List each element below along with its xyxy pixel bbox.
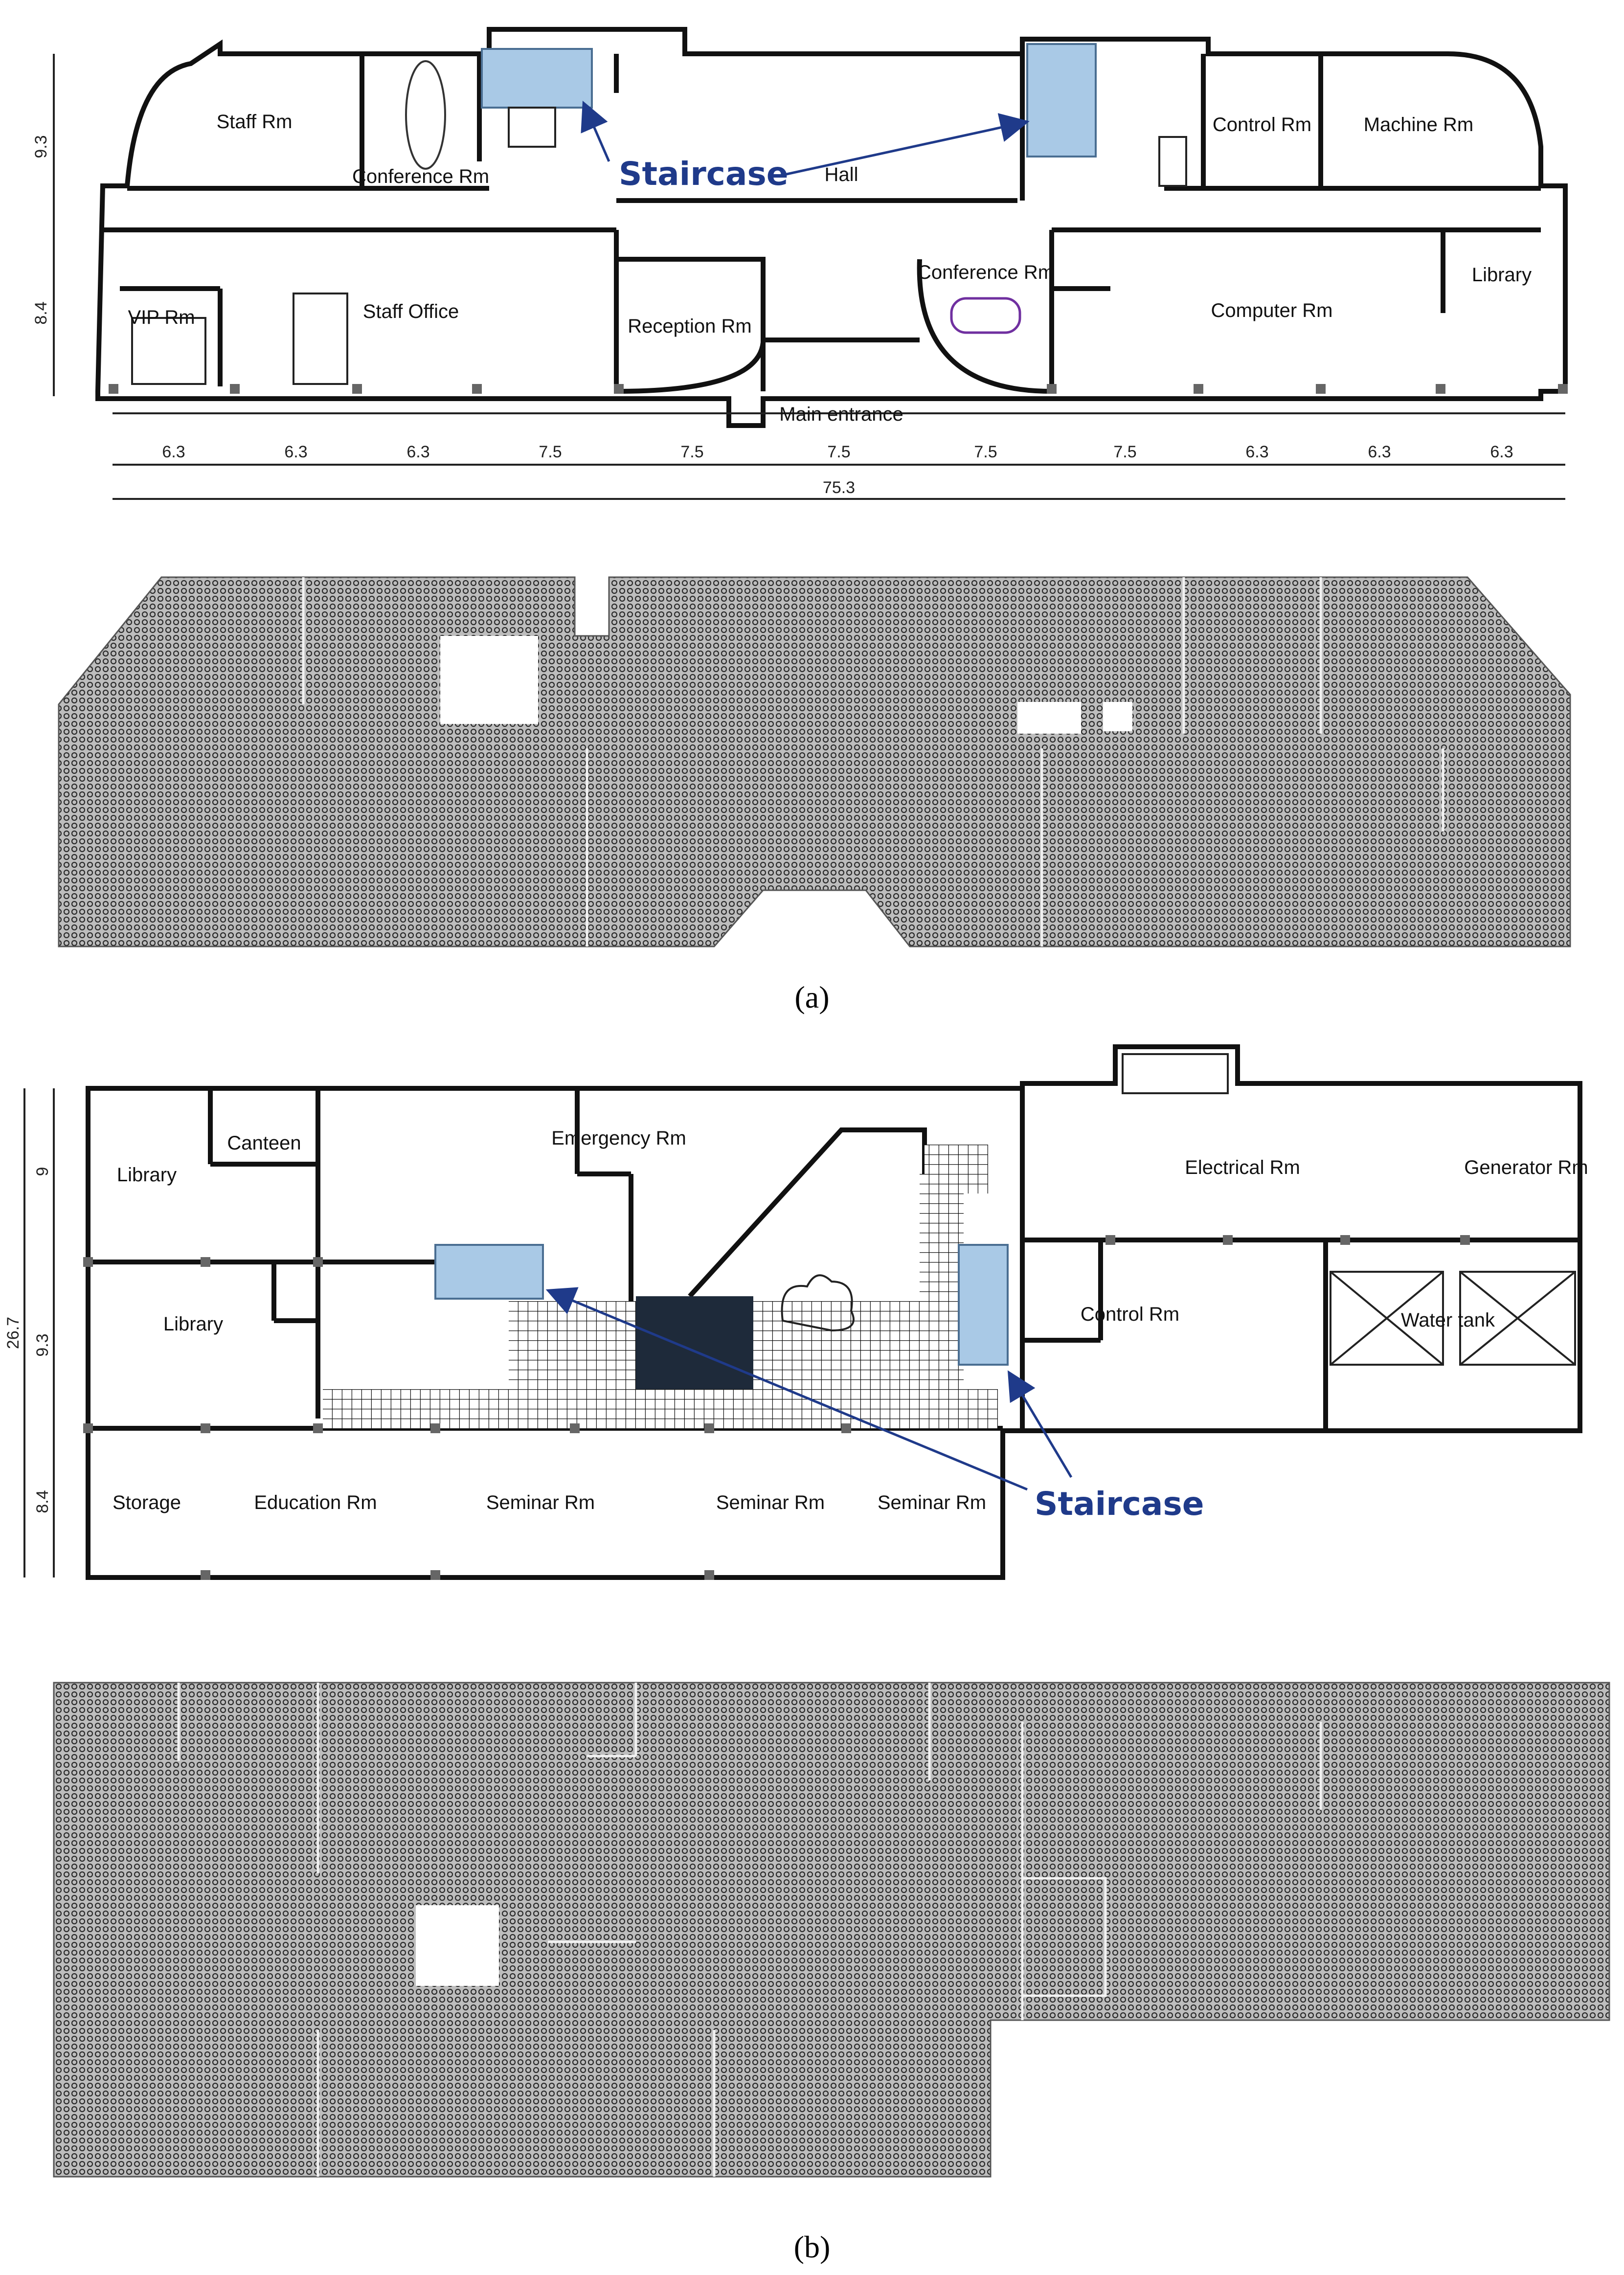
dim-bottom-10: 6.3: [1368, 443, 1391, 461]
caption-a: (a): [794, 980, 829, 1014]
dim-left-2: 8.4: [32, 301, 50, 324]
staircase-a-left: [481, 48, 593, 109]
room-label-seminar-rm-1: Seminar Rm: [486, 1492, 595, 1513]
mesh-a-partition-lines: [302, 577, 1444, 946]
dim-b-left-3: 8.4: [33, 1490, 52, 1513]
dim-bottom-2: 6.3: [284, 443, 307, 461]
dim-bottom-7: 7.5: [974, 443, 997, 461]
dim-bottom-4: 7.5: [539, 443, 562, 461]
room-label-control-rm: Control Rm: [1213, 114, 1311, 135]
dim-bottom-8: 7.5: [1113, 443, 1136, 461]
room-label-library-b1: Library: [117, 1164, 177, 1186]
staircase-label-b: Staircase: [1035, 1485, 1204, 1523]
room-label-conference-rm: Conference Rm: [352, 166, 489, 187]
room-label-control-rm-b: Control Rm: [1081, 1304, 1179, 1325]
room-label-generator-rm: Generator Rm: [1464, 1157, 1588, 1178]
plan-a: [53, 27, 1568, 500]
room-label-reception-rm: Reception Rm: [628, 315, 751, 337]
staircase-b-left: [434, 1244, 544, 1300]
dim-total-a: 75.3: [823, 478, 855, 497]
dim-bottom-11: 6.3: [1490, 443, 1513, 461]
columns-a: [109, 384, 1568, 394]
dim-bottom-1: 6.3: [162, 443, 185, 461]
room-label-library: Library: [1472, 264, 1532, 286]
dim-bottom-3: 6.3: [406, 443, 429, 461]
caption-b: (b): [794, 2230, 831, 2264]
mesh-b-holes: [416, 1905, 499, 1986]
room-label-staff-office: Staff Office: [363, 301, 459, 322]
room-label-seminar-rm-2: Seminar Rm: [716, 1492, 825, 1513]
mesh-b: [53, 1682, 1610, 2178]
plan-b: [23, 1044, 1582, 1580]
room-label-library-b2: Library: [163, 1313, 223, 1335]
staircase-label-a: Staircase: [619, 155, 789, 193]
room-label-seminar-rm-3: Seminar Rm: [878, 1492, 986, 1513]
columns-b: [83, 1235, 1470, 1580]
room-label-hall: Hall: [825, 164, 858, 185]
room-label-staff-rm: Staff Rm: [217, 111, 293, 133]
dim-bottom-5: 7.5: [680, 443, 703, 461]
room-label-machine-rm: Machine Rm: [1364, 114, 1474, 135]
staircase-a-right: [1026, 43, 1097, 158]
dim-b-left-1: 9: [33, 1167, 52, 1176]
room-label-storage: Storage: [113, 1492, 181, 1513]
room-label-emergency-rm: Emergency Rm: [551, 1127, 686, 1149]
mesh-a: [58, 576, 1571, 947]
room-label-conference-rm-2: Conference Rm: [917, 262, 1054, 283]
room-label-vip-rm: VIP Rm: [128, 307, 195, 328]
dim-left-1: 9.3: [32, 135, 50, 158]
room-label-education-rm: Education Rm: [254, 1492, 377, 1513]
room-label-water-tank: Water tank: [1401, 1309, 1495, 1331]
dim-b-left-2: 9.3: [33, 1333, 52, 1356]
room-label-canteen: Canteen: [227, 1132, 301, 1154]
mesh-b-partition-lines: [177, 1683, 1322, 2177]
dim-b-total: 26.7: [4, 1317, 23, 1349]
mesh-a-holes: [440, 636, 1132, 734]
room-label-main-entrance: Main entrance: [779, 404, 903, 425]
room-label-computer-rm: Computer Rm: [1211, 300, 1333, 321]
dim-bottom-6: 7.5: [827, 443, 850, 461]
dim-bottom-9: 6.3: [1245, 443, 1268, 461]
staircase-b-right: [958, 1244, 1009, 1366]
room-label-electrical-rm: Electrical Rm: [1185, 1157, 1300, 1178]
